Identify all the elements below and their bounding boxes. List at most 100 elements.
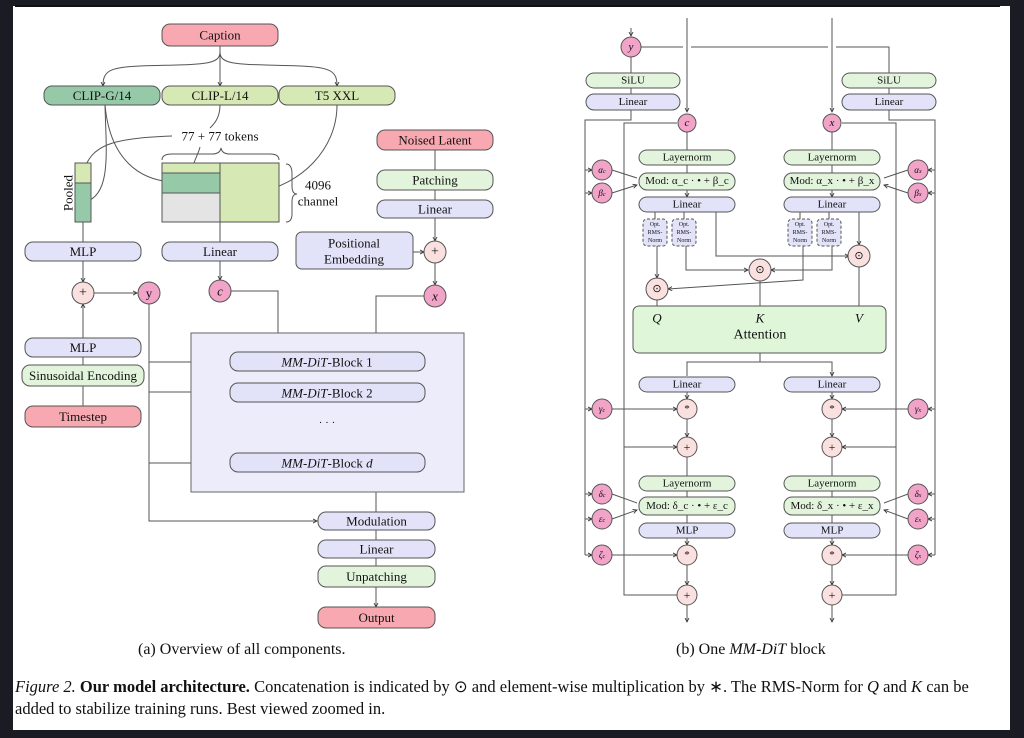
block-y-node-shape xyxy=(620,36,642,58)
encoder-t5-label: T5 XXL xyxy=(315,88,359,103)
rms-norm-text: Norm xyxy=(793,238,807,244)
param-delta-c: δc xyxy=(591,483,613,505)
param-zeta-c-label: ζc xyxy=(599,550,606,560)
figure-caption-q: Q xyxy=(867,677,879,696)
noised-latent-box: Noised Latent xyxy=(376,129,494,151)
embedding-label: Embedding xyxy=(324,252,384,267)
attention-box-shape xyxy=(632,305,887,354)
channel-label-channel: channel xyxy=(298,194,339,209)
mmdit-block-3-label: MM-DiT-Block d xyxy=(280,455,373,470)
seq-clipl-block xyxy=(161,162,221,174)
rms-norm-k-c-shape xyxy=(671,218,697,247)
k-c-to-concat xyxy=(685,246,748,270)
c-node-shape xyxy=(208,279,232,303)
param-trunks xyxy=(584,110,936,555)
param-alpha-c-shape xyxy=(591,159,613,181)
mul-1-x-label: * xyxy=(829,403,835,415)
block-y-node-label: y xyxy=(628,41,634,53)
encoder-t5: T5 XXL xyxy=(278,85,396,106)
pooled-clipl-segment xyxy=(74,162,92,184)
y-node: y xyxy=(137,281,161,305)
param-alpha-x-label: αx xyxy=(914,165,922,175)
add-2-c-label: + xyxy=(684,588,691,602)
post-attn-linear-x-shape xyxy=(783,376,881,393)
silu-linear-x-box-shape xyxy=(841,93,937,111)
block-c-node: c xyxy=(677,113,697,133)
caption-box-shape xyxy=(161,23,279,47)
rms-norm-text: RMS- xyxy=(648,230,663,236)
qkv-linear-c: Linear xyxy=(638,196,736,213)
add-1-c-shape xyxy=(676,436,698,458)
timestep-box: Timestep xyxy=(24,405,142,428)
block-c-node-shape xyxy=(677,113,697,133)
latent-linear-box-shape xyxy=(376,199,494,219)
layernorm-1-x-shape xyxy=(783,149,881,166)
mod-c-1-label: Mod: α_c · • + β_c xyxy=(645,175,729,187)
rms-norm-text: Norm xyxy=(648,238,662,244)
mmdit-block-1: MM-DiT-Block 1 xyxy=(229,351,426,372)
concat-q-label: ⊙ xyxy=(652,283,661,295)
add-node-x-shape xyxy=(423,240,447,264)
silu-x-box: SiLU xyxy=(841,72,937,89)
rms-norm-text: RMS- xyxy=(677,230,692,236)
pooled-mlp-label: MLP xyxy=(70,244,97,259)
clipl-to-tokens xyxy=(209,104,221,129)
rms-norm-q-x-shape xyxy=(787,218,813,247)
sub-caption-a: (a) Overview of all components. xyxy=(138,641,346,658)
silu-x-box-label: SiLU xyxy=(877,75,901,87)
latent-linear-box-label: Linear xyxy=(418,202,453,217)
modulation-1-x xyxy=(783,172,881,191)
tokens-brace xyxy=(161,147,280,161)
param-gamma-x: γx xyxy=(907,398,929,420)
mlp-x-label: MLP xyxy=(821,525,844,537)
param-delta-x: δx xyxy=(907,483,929,505)
c-to-blocks xyxy=(231,290,279,352)
c-node: c xyxy=(208,279,232,303)
sinusoidal-encoding-box-label: Sinusoidal Encoding xyxy=(29,368,137,383)
add-node-x: + xyxy=(423,240,447,264)
seq-t5-block xyxy=(219,162,280,223)
silu-linear-x-box: Linear xyxy=(841,93,937,111)
x-node-shape xyxy=(423,284,447,308)
silu-linear-c-box-label: Linear xyxy=(619,96,648,108)
modulation-2-x-shape xyxy=(783,496,881,516)
block-x-node-shape xyxy=(822,113,842,133)
sinusoidal-encoding-box: Sinusoidal Encoding xyxy=(21,364,145,387)
residual-x xyxy=(842,122,897,596)
mmdit-block-2: MM-DiT-Block 2 xyxy=(229,382,426,403)
patching-box-label: Patching xyxy=(412,173,458,188)
block-y-node: y xyxy=(620,36,642,58)
y-node-label: y xyxy=(146,286,153,301)
add-1-x: + xyxy=(821,436,843,458)
rms-norm-q-x: Opt.RMS-Norm xyxy=(787,218,813,247)
timestep-box-label: Timestep xyxy=(59,409,107,424)
positional-label: Positional xyxy=(328,236,380,251)
figure-page xyxy=(13,6,1010,730)
mmdit-block-2-shape xyxy=(229,382,426,403)
param-alpha-x: αx xyxy=(907,159,929,181)
context-linear-label: Linear xyxy=(203,244,238,259)
post-attn-linear-x-label: Linear xyxy=(818,379,847,391)
mul-1-c: * xyxy=(676,398,698,420)
y-to-silu-x xyxy=(641,46,890,73)
layernorm-2-x-label: Layernorm xyxy=(808,478,857,490)
seq-clipg-block xyxy=(161,172,221,194)
figure-caption: Figure 2. Our model architecture. Concat… xyxy=(15,676,1005,720)
encoder-clip-l-label: CLIP-L/14 xyxy=(191,88,249,103)
output-box-label: Output xyxy=(358,610,395,625)
timestep-mlp-shape xyxy=(24,337,142,358)
mlp-x: MLP xyxy=(783,522,881,539)
mul-1-x-shape xyxy=(821,398,843,420)
silu-c-box-label: SiLU xyxy=(621,75,645,87)
param-epsilon-x-shape xyxy=(907,508,929,530)
modulation-1-c xyxy=(638,172,736,191)
mul-2-c-label: * xyxy=(684,549,690,561)
sinusoidal-encoding-box-shape xyxy=(21,364,145,387)
param-alpha-x-shape xyxy=(907,159,929,181)
param-alpha-c: αc xyxy=(591,159,613,181)
concat-k-shape xyxy=(748,258,772,282)
figure-caption-and: and xyxy=(878,677,912,696)
mlp-c-shape xyxy=(638,522,736,539)
param-gamma-c-shape xyxy=(591,398,613,420)
